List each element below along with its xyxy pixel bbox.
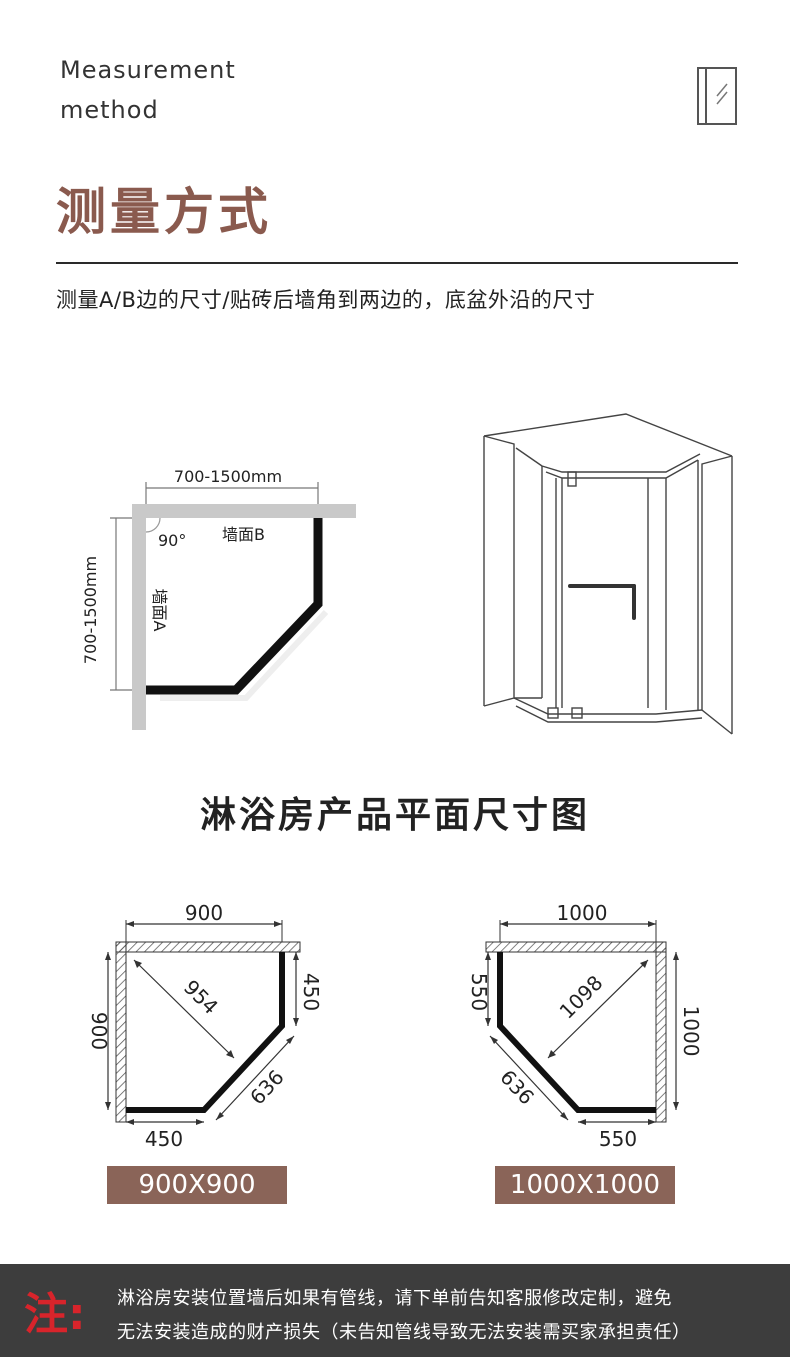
size-badge-1000: 1000X1000 — [495, 1166, 675, 1204]
plan-b-right-dim: 1000 — [679, 1006, 703, 1057]
page-title: 测量方式 — [56, 183, 272, 241]
plan-a-top-dim: 900 — [185, 901, 223, 925]
tray-shadow — [160, 609, 329, 701]
english-title-line2: method — [60, 96, 159, 124]
size-badge-900: 900X900 — [107, 1166, 287, 1204]
title-divider — [56, 262, 738, 264]
plan-b-slant-dim: 636 — [495, 1065, 539, 1109]
plan-a-diagonal-dim: 954 — [179, 975, 223, 1019]
shower-enclosure-illustration — [483, 413, 733, 735]
tray-outline — [146, 518, 323, 695]
notice-banner — [0, 1264, 790, 1357]
plan-b-diagonal-dim: 1098 — [555, 971, 608, 1024]
shower-door-icon — [697, 67, 737, 125]
wall-a-label: 墙面A — [150, 589, 169, 632]
plan-b-left-dim: 550 — [467, 973, 491, 1011]
measurement-instruction: 测量A/B边的尺寸/贴砖后墙角到两边的，底盆外沿的尺寸 — [56, 288, 596, 312]
plan-a-slant-dim: 636 — [245, 1065, 289, 1109]
english-title-line1: Measurement — [60, 56, 236, 84]
height-range-label: 700-1500mm — [81, 556, 100, 664]
plan-dimensions-title: 淋浴房产品平面尺寸图 — [199, 795, 590, 836]
plan-a-left-dim: 900 — [87, 1012, 111, 1050]
measurement-corner-diagram: 700-1500mm 700-1500mm 90° 墙面B 墙面A — [81, 467, 356, 730]
plan-diagram-900: 900 900 450 954 636 450 — [87, 901, 323, 1151]
notice-line-1: 淋浴房安装位置墙后如果有管线，请下单前告知客服修改定制，避免 — [117, 1288, 672, 1309]
notice-mark: 注: — [24, 1289, 86, 1340]
plan-b-top-dim: 1000 — [557, 901, 608, 925]
plan-a-right-dim: 450 — [299, 973, 323, 1011]
notice-line-2: 无法安装造成的财产损失（未告知管线导致无法安装需买家承担责任） — [117, 1322, 691, 1343]
width-range-label: 700-1500mm — [174, 467, 282, 486]
plan-b-bottom-dim: 550 — [599, 1127, 637, 1151]
wall-a-shape — [132, 504, 146, 730]
wall-b-label: 墙面B — [222, 525, 265, 544]
plan-a-bottom-dim: 450 — [145, 1127, 183, 1151]
right-angle-label: 90° — [158, 531, 186, 550]
plan-diagram-1000: 1000 1000 550 1098 636 550 — [467, 901, 703, 1151]
wall-b-shape — [132, 504, 356, 518]
